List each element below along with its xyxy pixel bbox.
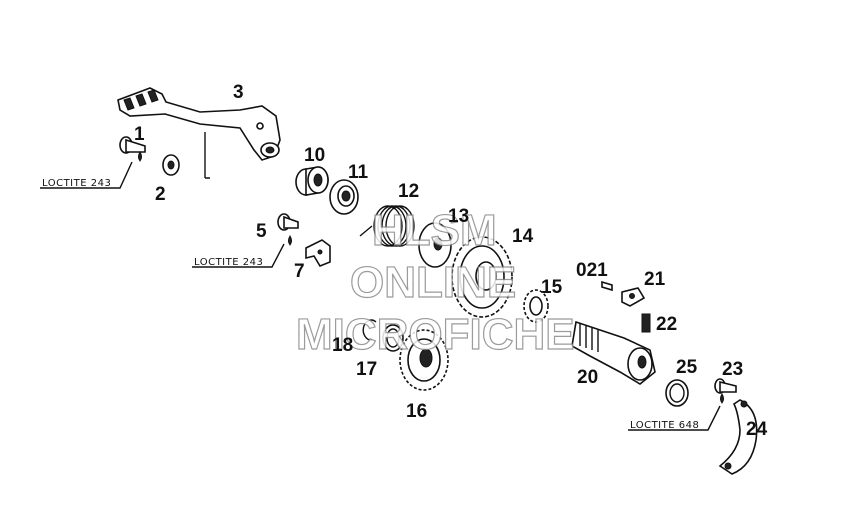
part-label-18: 18 (332, 335, 353, 356)
part-label-22: 22 (656, 314, 677, 335)
gear-part-16 (399, 329, 449, 391)
watermark-line-1: HLSM (372, 206, 497, 255)
watermark-line-2: ONLINE (350, 258, 516, 307)
part-label-24: 24 (746, 419, 768, 440)
washer-part-17 (382, 324, 404, 352)
part-label-3: 3 (233, 82, 244, 103)
part-label-1: 1 (134, 124, 145, 145)
pin-part-021 (601, 280, 613, 292)
part-label-15: 15 (541, 277, 563, 298)
part-label-12: 12 (398, 181, 419, 202)
circlip-part-18 (362, 319, 377, 341)
bolt-part-1 (119, 136, 146, 162)
part-label-25: 25 (676, 357, 698, 378)
part-label-10: 10 (304, 145, 325, 166)
loctite-callout-3: LOCTITE 648 (630, 420, 699, 431)
part-label-14: 14 (512, 226, 534, 247)
spring-part-12 (359, 205, 415, 247)
loctite-leader-1 (40, 161, 133, 189)
loctite-leader-2 (192, 243, 285, 268)
bolt-part-23 (714, 378, 737, 404)
part-label-13: 13 (448, 206, 469, 227)
part-label-20: 20 (577, 367, 598, 388)
o-ring-part-25 (665, 379, 689, 407)
bracket-part-7 (305, 239, 331, 267)
plate-part-13 (418, 222, 452, 268)
part-label-2: 2 (155, 184, 166, 205)
part-label-21: 21 (644, 269, 666, 290)
guide-plate-part-24 (718, 399, 758, 475)
part-label-5: 5 (256, 221, 267, 242)
gear-part-15 (523, 289, 549, 323)
loctite-callout-1: LOCTITE 243 (42, 178, 111, 189)
part-label-17: 17 (356, 359, 377, 380)
bolt-part-5 (277, 213, 299, 246)
part-label-7: 7 (294, 261, 305, 282)
kickstart-lever-part (117, 87, 281, 179)
part-label-23: 23 (722, 359, 743, 380)
bushing-part-10 (295, 166, 329, 196)
spring-part-22 (641, 313, 651, 333)
part-label-11: 11 (348, 162, 369, 183)
seal-ring-part-11 (329, 179, 359, 215)
ratchet-part-21 (621, 287, 646, 307)
part-label-021: 021 (576, 260, 608, 281)
part-label-16: 16 (406, 401, 427, 422)
washer-part-2 (162, 154, 180, 176)
watermark-line-3: MICROFICHE (296, 310, 575, 359)
loctite-callout-2: LOCTITE 243 (194, 257, 263, 268)
loctite-leader-3 (628, 405, 721, 431)
gear-part-14 (451, 236, 513, 318)
kickstart-shaft-part-20 (571, 320, 656, 385)
